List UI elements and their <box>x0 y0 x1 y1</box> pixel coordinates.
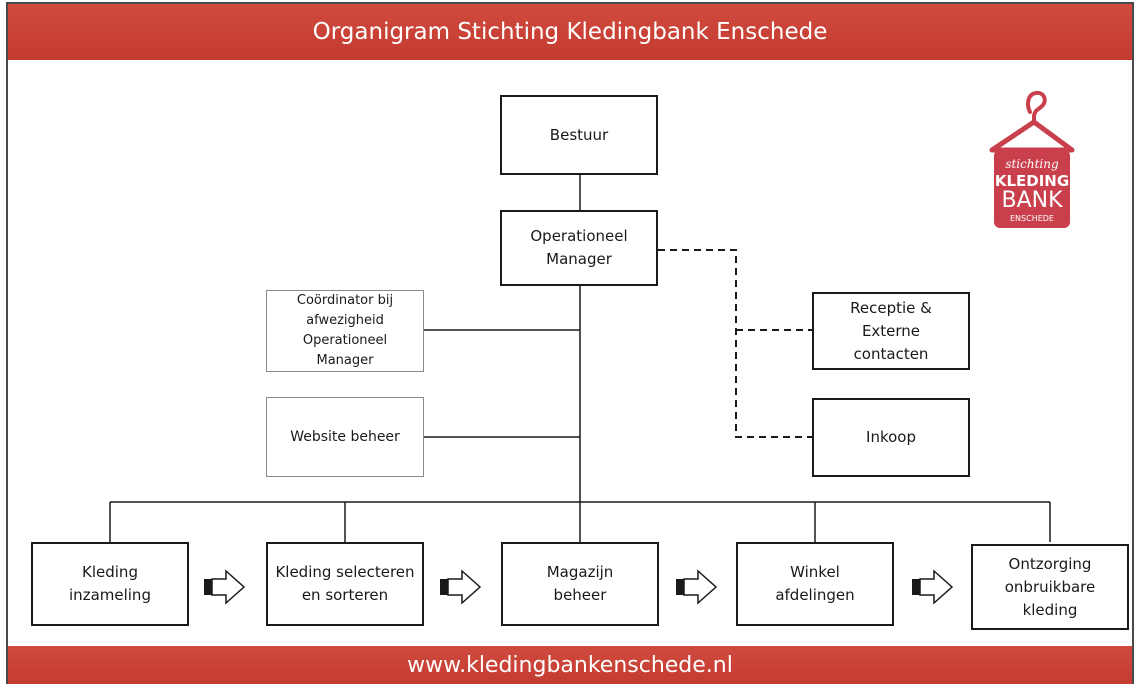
flow-arrow-3 <box>676 569 718 605</box>
node-website-beheer: Website beheer <box>266 397 424 477</box>
logo-line-3: BANK <box>1001 188 1063 213</box>
node-operationeel-manager: Operationeel Manager <box>500 210 658 286</box>
node-coordinator: Coördinator bij afwezigheid Operationeel… <box>266 290 424 372</box>
node-receptie: Receptie & Externe contacten <box>812 292 970 370</box>
flow-arrow-2 <box>440 569 482 605</box>
hanger-icon: stichting KLEDING BANK ENSCHEDE <box>989 90 1075 228</box>
node-kleding-inzameling: Kleding inzameling <box>31 542 189 626</box>
flow-arrow-1 <box>204 569 246 605</box>
node-kleding-selecteren: Kleding selecteren en sorteren <box>266 542 424 626</box>
node-inkoop: Inkoop <box>812 398 970 477</box>
node-magazijn-beheer: Magazijn beheer <box>501 542 659 626</box>
node-bestuur: Bestuur <box>500 95 658 175</box>
node-ontzorging: Ontzorging onbruikbare kleding <box>971 544 1129 630</box>
title-banner: Organigram Stichting Kledingbank Ensched… <box>8 4 1132 60</box>
dashed-connector <box>658 249 812 438</box>
logo-line-1: stichting <box>1005 157 1059 171</box>
kledingbank-logo: stichting KLEDING BANK ENSCHEDE <box>984 86 1080 236</box>
website-url[interactable]: www.kledingbankenschede.nl <box>407 653 733 678</box>
footer-banner: www.kledingbankenschede.nl <box>8 646 1132 684</box>
logo-line-2: KLEDING <box>995 172 1069 190</box>
logo-line-4: ENSCHEDE <box>1010 214 1054 223</box>
flow-arrow-4 <box>912 569 954 605</box>
node-winkel-afdelingen: Winkel afdelingen <box>736 542 894 626</box>
flow-arrows <box>204 569 954 605</box>
